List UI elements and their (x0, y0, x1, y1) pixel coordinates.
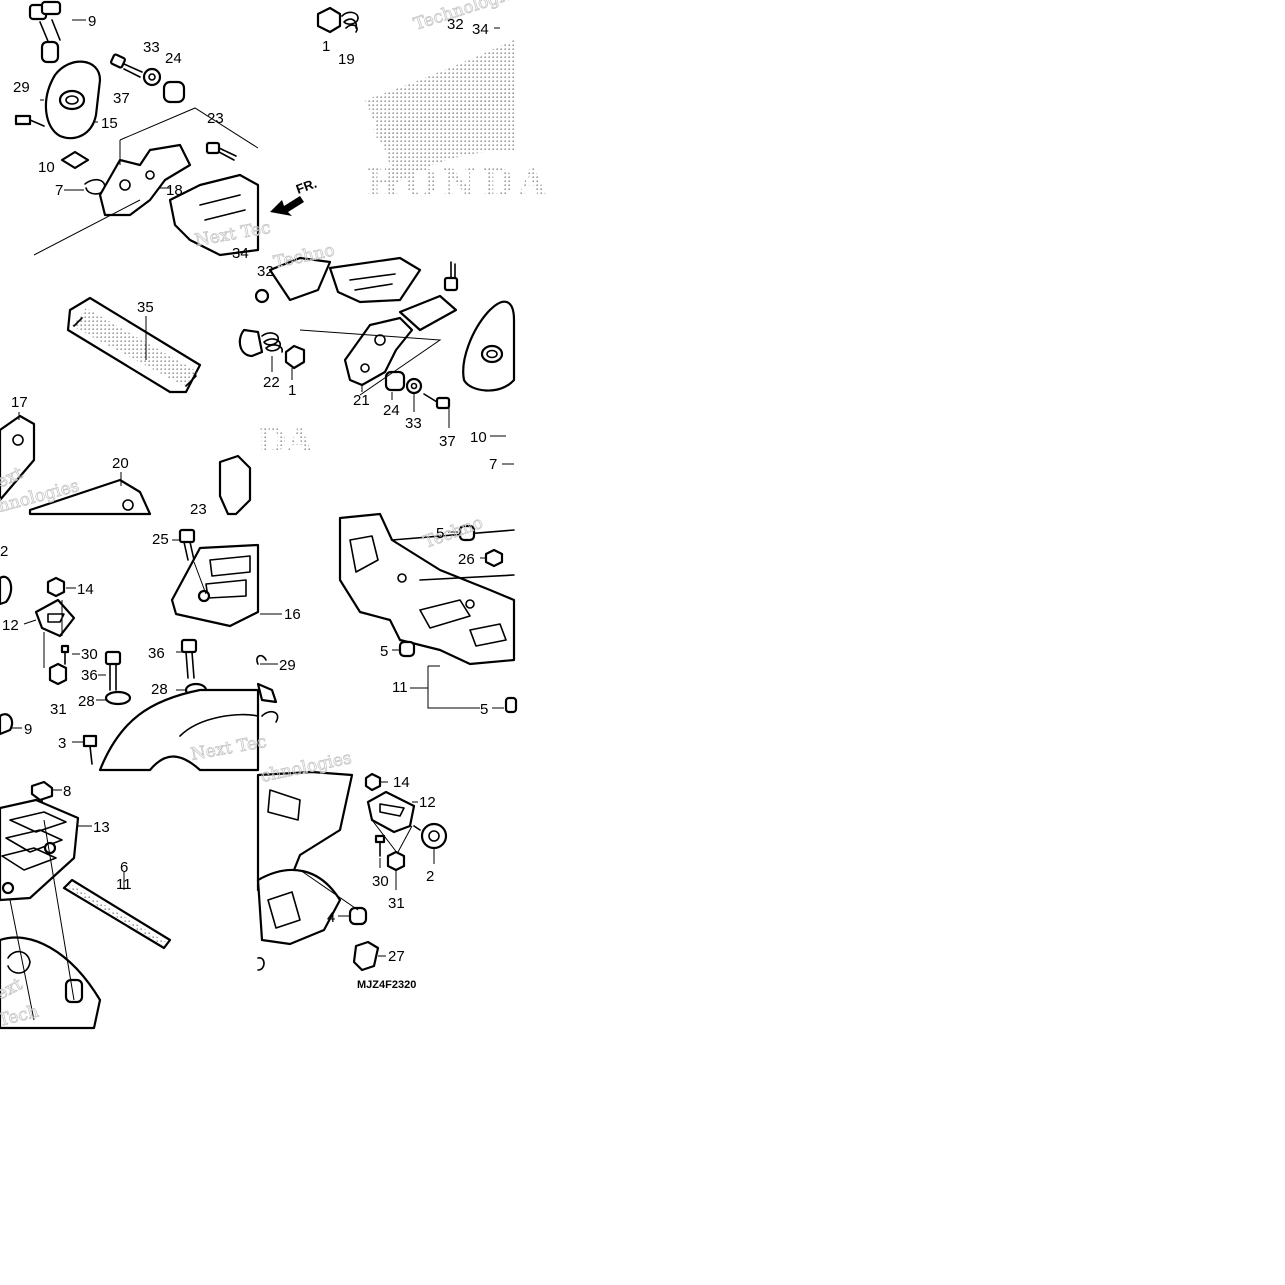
brand-text-fragment: DA (257, 421, 313, 461)
callout-15: 15 (101, 115, 118, 132)
callout-layer: 9 33 24 37 29 15 23 10 18 7 34 1 19 32 3… (0, 13, 497, 965)
callout-30: 30 (372, 873, 389, 890)
callout-5: 5 (480, 701, 488, 718)
bolt-37-part (110, 53, 143, 78)
callout-37: 37 (439, 433, 456, 450)
callout-29: 29 (279, 657, 296, 674)
front-arrow-icon (270, 196, 304, 216)
callout-14: 14 (77, 581, 94, 598)
callout-37: 37 (113, 90, 130, 107)
callout-9: 9 (24, 721, 32, 738)
plate-12b-part (366, 790, 416, 834)
callout-13: 13 (93, 819, 110, 836)
callout-12: 12 (2, 617, 19, 634)
callout-18: 18 (166, 182, 183, 199)
callout-12: 12 (419, 794, 436, 811)
tile-top-left (14, 0, 260, 257)
collar-24-part (162, 80, 186, 104)
callout-10: 10 (470, 429, 487, 446)
callout-28: 28 (78, 693, 95, 710)
callout-7: 7 (489, 456, 497, 473)
washer-33-part (142, 67, 162, 87)
callout-1: 1 (288, 382, 296, 399)
tile-lower-center (338, 512, 518, 714)
callout-24: 24 (165, 50, 182, 67)
callout-16: 16 (284, 606, 301, 623)
callout-27: 27 (388, 948, 405, 965)
callout-2: 2 (0, 543, 8, 560)
callout-4: 4 (327, 909, 335, 926)
callout-7: 7 (55, 182, 63, 199)
callout-28: 28 (151, 681, 168, 698)
callout-6: 6 (120, 859, 128, 876)
callout-1: 1 (322, 38, 330, 55)
callout-29: 29 (13, 79, 30, 96)
nut-10-part (60, 150, 90, 170)
watermark-text: Techno (421, 513, 486, 553)
callout-34: 34 (232, 245, 249, 262)
tile-top-right: HONDA (270, 6, 551, 216)
callout-11: 11 (116, 876, 132, 893)
callout-36: 36 (148, 645, 165, 662)
callout-10: 10 (38, 159, 55, 176)
callout-25: 25 (152, 531, 169, 548)
callout-31: 31 (50, 701, 67, 718)
callout-32: 32 (447, 16, 464, 33)
bracket-18-part (98, 143, 192, 217)
key-lock-part (28, 0, 62, 64)
tile-bottom-center: MJZ4F2320 (256, 770, 448, 991)
front-marker-label: FR. (294, 176, 319, 197)
tile-lower-left (0, 528, 282, 772)
callout-11: 11 (392, 679, 408, 696)
brand-text: HONDA (365, 160, 551, 205)
callout-5: 5 (436, 525, 444, 542)
callout-24: 24 (383, 402, 400, 419)
callout-26: 26 (458, 551, 475, 568)
callout-19: 19 (338, 51, 355, 68)
callout-33: 33 (405, 415, 422, 432)
callout-33: 33 (143, 39, 160, 56)
callout-2: 2 (426, 868, 434, 885)
diagram-code: MJZ4F2320 (357, 979, 416, 991)
callout-32: 32 (257, 263, 274, 280)
callout-23: 23 (190, 501, 207, 518)
callout-8: 8 (63, 783, 71, 800)
callout-9: 9 (88, 13, 96, 30)
callout-22: 22 (263, 374, 280, 391)
callout-20: 20 (112, 455, 129, 472)
tile-mid-left (0, 296, 252, 516)
callout-21: 21 (353, 392, 370, 409)
callout-34: 34 (472, 21, 489, 38)
callout-36: 36 (81, 667, 98, 684)
watermark-text: Technologies (411, 0, 524, 35)
callout-23: 23 (207, 110, 224, 127)
tile-mid-center: DA (238, 256, 516, 465)
callout-35: 35 (137, 299, 154, 316)
callout-14: 14 (393, 774, 410, 791)
tile-bottom-left (0, 780, 172, 1030)
callout-3: 3 (58, 735, 66, 752)
frame-bracket-11-part (338, 512, 516, 666)
callout-5: 5 (380, 643, 388, 660)
callout-31: 31 (388, 895, 405, 912)
carrier-16-part (170, 543, 260, 628)
callout-30: 30 (81, 646, 98, 663)
callout-17: 17 (11, 394, 28, 411)
plate-12-part (34, 598, 76, 638)
